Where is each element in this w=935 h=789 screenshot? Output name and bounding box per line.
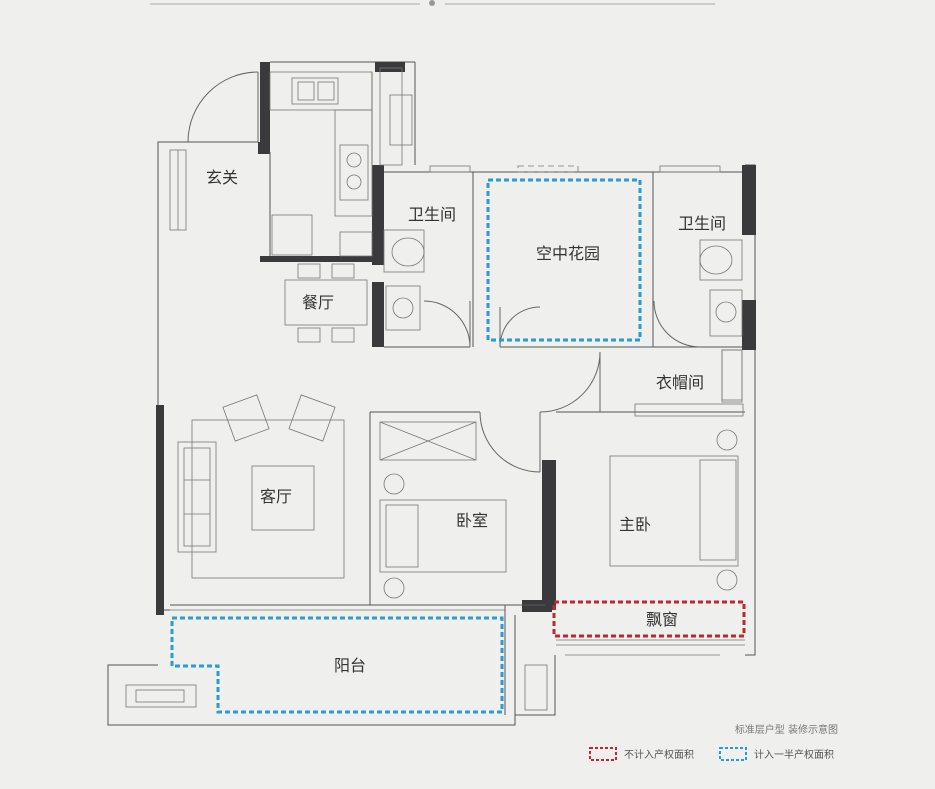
room-label-bedroom: 卧室 bbox=[456, 511, 488, 530]
plan-note: 标准层户型 装修示意图 bbox=[735, 723, 838, 736]
room-label-living: 客厅 bbox=[260, 487, 292, 506]
bath1-fixtures bbox=[383, 229, 425, 331]
dining-table bbox=[284, 263, 368, 343]
bedroom-furniture bbox=[379, 421, 507, 599]
legend-swatch-half bbox=[719, 747, 747, 761]
balcony-half-area-outline bbox=[170, 616, 504, 714]
room-label-bay-window: 飘窗 bbox=[646, 610, 678, 629]
living-furniture bbox=[177, 394, 345, 579]
master-furniture bbox=[609, 349, 744, 591]
walls bbox=[156, 62, 756, 615]
garden-half-area-outline bbox=[486, 178, 642, 342]
legend-swatch-excluded bbox=[589, 747, 617, 761]
room-label-bath1: 卫生间 bbox=[408, 205, 456, 224]
bath2-fixtures bbox=[699, 239, 743, 337]
room-label-cloakroom: 衣帽间 bbox=[656, 373, 704, 392]
partitions bbox=[170, 72, 745, 715]
room-label-entrance: 玄关 bbox=[206, 168, 238, 187]
windows bbox=[125, 67, 743, 711]
room-label-garden: 空中花园 bbox=[536, 244, 600, 263]
room-label-master: 主卧 bbox=[619, 515, 651, 534]
legend-label-half: 计入一半产权面积 bbox=[754, 748, 834, 761]
legend: 不计入产权面积 计入一半产权面积 bbox=[589, 747, 834, 761]
area-markers bbox=[170, 178, 746, 714]
room-label-balcony: 阳台 bbox=[334, 656, 366, 675]
room-label-bath2: 卫生间 bbox=[678, 214, 726, 233]
room-label-dining: 餐厅 bbox=[302, 293, 334, 312]
header-decoration bbox=[150, 0, 715, 6]
legend-label-excluded: 不计入产权面积 bbox=[624, 748, 694, 761]
doors bbox=[187, 71, 701, 473]
room-labels: 玄关 餐厅 客厅 卫生间 卫生间 空中花园 衣帽间 卧室 主卧 飘窗 阳台 bbox=[206, 168, 726, 675]
kitchen-fixtures bbox=[269, 71, 373, 257]
